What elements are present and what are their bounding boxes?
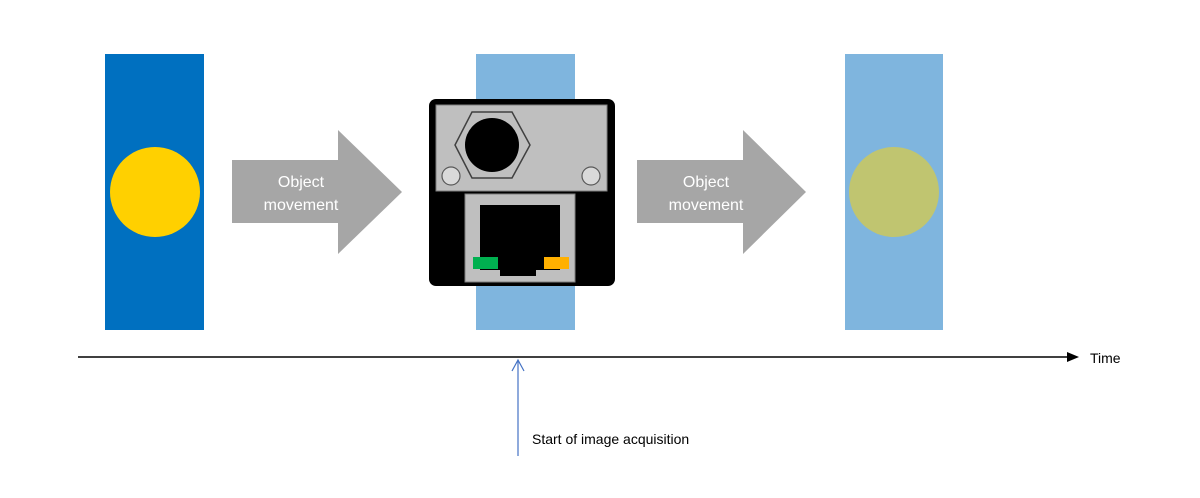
movement-arrow-2: Object movement [637, 130, 806, 254]
ethernet-port-socket [480, 205, 560, 276]
acquisition-pointer-arrowhead-icon [511, 358, 525, 372]
camera [429, 99, 615, 286]
movement-arrow-1: Object movement [232, 130, 402, 254]
acquisition-marker: Start of image acquisition [511, 358, 689, 456]
stage-after [845, 54, 943, 330]
stage-before [105, 54, 204, 330]
arrow-label-1-line2: movement [264, 197, 339, 214]
led-green-icon [473, 257, 498, 269]
stage-acquisition [429, 54, 615, 330]
led-orange-icon [544, 257, 569, 269]
time-axis-arrowhead-icon [1067, 352, 1079, 362]
arrow-shape-2 [637, 130, 806, 254]
arrow-label-2-line1: Object [683, 174, 730, 191]
arrow-label-1-line1: Object [278, 174, 325, 191]
arrow-shape-1 [232, 130, 402, 254]
mount-screw-right-icon [581, 166, 601, 186]
arrow-label-2-line2: movement [669, 197, 744, 214]
mount-screw-left-icon [441, 166, 461, 186]
time-axis-label: Time [1090, 350, 1121, 366]
timeline: Time [78, 350, 1121, 366]
object-before [110, 147, 200, 237]
acquisition-label: Start of image acquisition [532, 431, 689, 447]
lens-icon [465, 118, 519, 172]
object-after [849, 147, 939, 237]
